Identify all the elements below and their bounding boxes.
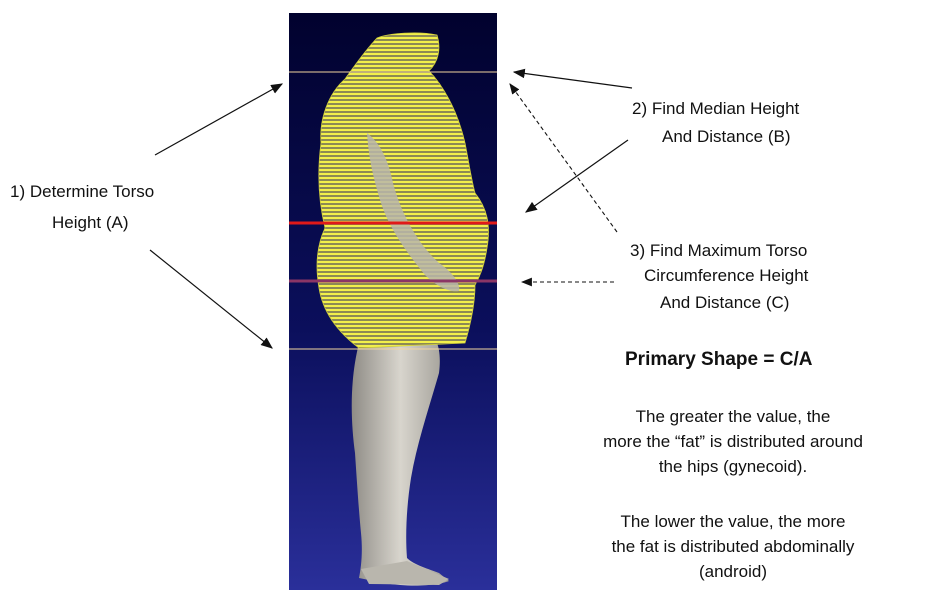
explain-high-line2: more the “fat” is distributed around <box>540 431 926 452</box>
arrow-median-line <box>526 140 628 212</box>
step3-line3: And Distance (C) <box>660 292 789 313</box>
explain-high-line3: the hips (gynecoid). <box>540 456 926 477</box>
primary-shape-formula: Primary Shape = C/A <box>625 349 812 370</box>
explain-high-line1: The greater the value, the <box>540 406 926 427</box>
explain-low-line2: the fat is distributed abdominally <box>540 536 926 557</box>
step3-line1: 3) Find Maximum Torso <box>630 240 807 261</box>
explain-low-line1: The lower the value, the more <box>540 511 926 532</box>
arrow-max-top-dashed <box>510 84 617 232</box>
step3-line2: Circumference Height <box>644 265 808 286</box>
step2-line1: 2) Find Median Height <box>632 98 862 119</box>
body-scan-image <box>289 13 497 590</box>
step2-line2: And Distance (B) <box>662 126 791 147</box>
arrow-median-top <box>514 72 632 88</box>
arrow-torso-bottom <box>150 250 272 348</box>
explain-low-line3: (android) <box>540 561 926 582</box>
step1-line1: 1) Determine Torso <box>10 181 154 202</box>
arrow-torso-top <box>155 84 282 155</box>
step1-line2: Height (A) <box>52 212 129 233</box>
